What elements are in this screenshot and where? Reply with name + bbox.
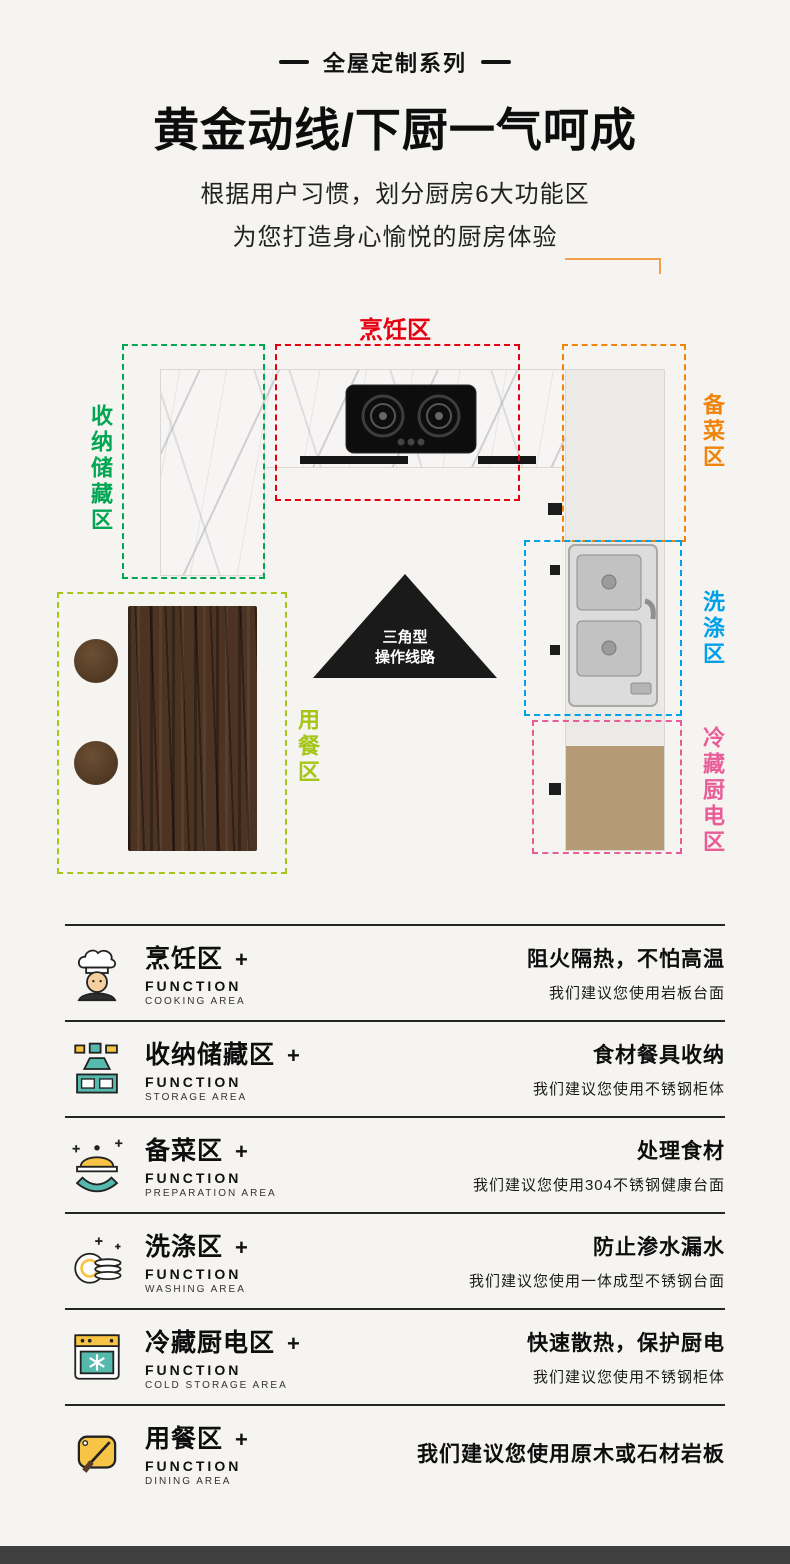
function-row-dining: 用餐区 + FUNCTION DINING AREA 我们建议您使用原木或石材岩…	[65, 1404, 725, 1500]
function-title: 烹饪区	[145, 945, 224, 973]
cooktop-icon	[345, 384, 477, 454]
function-row-cooking: 烹饪区 + FUNCTION COOKING AREA 阻火隔热，不怕高温 我们…	[65, 924, 725, 1020]
function-area-en: STORAGE AREA	[145, 1092, 248, 1103]
function-area-en: DINING AREA	[145, 1476, 232, 1487]
zone-outline-cooking	[275, 344, 520, 501]
zone-label-dining: 用餐区	[295, 708, 320, 786]
function-word: FUNCTION	[145, 1362, 242, 1378]
cabinet-handle	[478, 456, 536, 464]
function-area-en: COOKING AREA	[145, 996, 246, 1007]
function-title-block: 冷藏厨电区 + FUNCTION COLD STORAGE AREA	[145, 1323, 300, 1391]
zone-outline-cold	[532, 720, 682, 854]
function-list: 烹饪区 + FUNCTION COOKING AREA 阻火隔热，不怕高温 我们…	[65, 924, 725, 1500]
function-word: FUNCTION	[145, 1458, 242, 1474]
cabinet-handle	[300, 456, 408, 464]
function-desc-block: 防止渗水漏水 我们建议您使用一体成型不锈钢台面	[469, 1231, 725, 1291]
function-title-block: 烹饪区 + FUNCTION COOKING AREA	[145, 939, 248, 1007]
function-area-en: COLD STORAGE AREA	[145, 1380, 288, 1391]
function-headline: 快速散热，保护厨电	[527, 1332, 725, 1355]
function-headline: 处理食材	[637, 1140, 725, 1163]
function-title: 洗涤区	[145, 1233, 224, 1261]
function-word: FUNCTION	[145, 1170, 242, 1186]
function-title-block: 用餐区 + FUNCTION DINING AREA	[145, 1419, 248, 1487]
cabinet-knob	[548, 503, 562, 515]
zone-label-cold: 冷藏厨电区	[700, 726, 725, 856]
function-suggestion: 我们建议您使用岩板台面	[548, 985, 725, 1002]
dining-table	[128, 606, 257, 851]
function-title: 备菜区	[145, 1137, 224, 1165]
function-desc-block: 食材餐具收纳 我们建议您使用不锈钢柜体	[533, 1039, 725, 1099]
plates-icon	[65, 1232, 129, 1290]
series-label: 全屋定制系列	[322, 51, 467, 76]
function-suggestion: 我们建议您使用304不锈钢健康台面	[472, 1177, 725, 1194]
zone-outline-prep	[562, 344, 686, 542]
page-title: 黄金动线/下厨一气呵成	[153, 104, 637, 156]
function-area-en: PREPARATION AREA	[145, 1188, 277, 1199]
function-suggestion: 我们建议您使用不锈钢柜体	[532, 1369, 725, 1386]
function-desc-block: 我们建议您使用原木或石材岩板	[417, 1438, 725, 1468]
cabinet-knob	[549, 783, 561, 795]
zone-outline-storage	[122, 344, 265, 579]
cold-storage-cabinet	[566, 746, 664, 850]
function-desc-block: 阻火隔热，不怕高温 我们建议您使用岩板台面	[527, 943, 725, 1003]
fridge-snowflake-icon	[65, 1328, 129, 1386]
plus-mark: +	[235, 1139, 248, 1164]
corner-decoration	[565, 258, 661, 274]
series-line: 全屋定制系列	[0, 46, 790, 78]
function-desc-block: 处理食材 我们建议您使用304不锈钢健康台面	[473, 1135, 725, 1195]
footer-bar	[0, 1546, 790, 1564]
plus-mark: +	[235, 947, 248, 972]
function-row-cold: 冷藏厨电区 + FUNCTION COLD STORAGE AREA 快速散热，…	[65, 1308, 725, 1404]
function-title: 收纳储藏区	[145, 1041, 276, 1069]
function-word: FUNCTION	[145, 1266, 242, 1282]
function-title-block: 洗涤区 + FUNCTION WASHING AREA	[145, 1227, 248, 1295]
plus-mark: +	[235, 1235, 248, 1260]
serving-dish-icon	[65, 1136, 129, 1194]
function-headline: 防止渗水漏水	[593, 1236, 725, 1259]
function-area-en: WASHING AREA	[145, 1284, 246, 1295]
function-word: FUNCTION	[145, 1074, 242, 1090]
function-title-block: 收纳储藏区 + FUNCTION STORAGE AREA	[145, 1035, 300, 1103]
zone-outline-dining	[57, 592, 287, 874]
zone-label-storage: 收纳储藏区	[88, 404, 113, 534]
zone-label-cooking: 烹饪区	[359, 317, 431, 344]
subtitle-line-2: 为您打造身心愉悦的厨房体验	[232, 224, 558, 251]
header: 全屋定制系列 黄金动线/下厨一气呵成 根据用户习惯，划分厨房6大功能区 为您打造…	[0, 0, 790, 252]
plus-mark: +	[235, 1427, 248, 1452]
function-title: 冷藏厨电区	[145, 1329, 276, 1357]
cabinet-knob	[550, 645, 560, 655]
function-title: 用餐区	[145, 1425, 224, 1453]
zone-label-wash: 洗涤区	[700, 590, 725, 668]
plus-mark: +	[287, 1043, 300, 1068]
function-desc-block: 快速散热，保护厨电 我们建议您使用不锈钢柜体	[527, 1327, 725, 1387]
sink-icon	[567, 543, 659, 708]
storage-cabinet-icon	[65, 1040, 129, 1098]
function-headline: 阻火隔热，不怕高温	[527, 948, 725, 971]
function-suggestion: 我们建议您使用不锈钢柜体	[532, 1081, 725, 1098]
zone-outline-wash	[524, 540, 682, 716]
series-dash-left	[278, 60, 309, 64]
function-row-storage: 收纳储藏区 + FUNCTION STORAGE AREA 食材餐具收纳 我们建…	[65, 1020, 725, 1116]
stool	[74, 639, 118, 683]
series-dash-right	[481, 60, 511, 64]
chef-icon	[65, 944, 129, 1002]
stool	[74, 741, 118, 785]
function-word: FUNCTION	[145, 978, 242, 994]
plus-mark: +	[287, 1331, 300, 1356]
kitchen-floorplan: 烹饪区	[0, 256, 790, 896]
function-row-wash: 洗涤区 + FUNCTION WASHING AREA 防止渗水漏水 我们建议您…	[65, 1212, 725, 1308]
function-headline: 我们建议您使用原木或石材岩板	[417, 1443, 725, 1466]
work-triangle: 三角型 操作线路	[313, 574, 497, 678]
zone-label-prep: 备菜区	[700, 393, 725, 471]
function-suggestion: 我们建议您使用一体成型不锈钢台面	[468, 1273, 725, 1290]
function-row-prep: 备菜区 + FUNCTION PREPARATION AREA 处理食材 我们建…	[65, 1116, 725, 1212]
cabinet-knob	[550, 565, 560, 575]
cutting-board-icon	[65, 1424, 129, 1482]
function-headline: 食材餐具收纳	[593, 1044, 725, 1067]
subtitle-line-1: 根据用户习惯，划分厨房6大功能区	[200, 181, 590, 208]
work-triangle-label: 三角型 操作线路	[374, 629, 435, 666]
function-title-block: 备菜区 + FUNCTION PREPARATION AREA	[145, 1131, 277, 1199]
